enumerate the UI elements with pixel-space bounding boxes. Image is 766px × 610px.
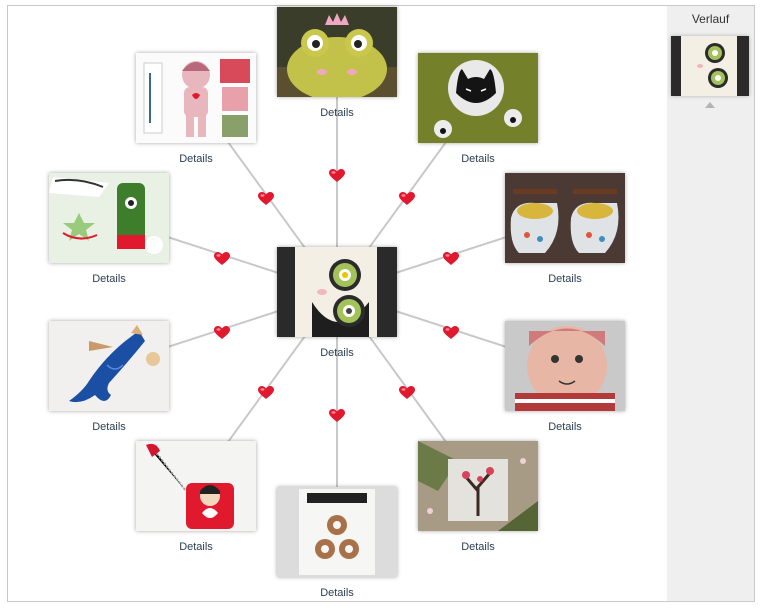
history-sidebar: Verlauf <box>667 6 754 601</box>
item-image[interactable] <box>277 7 397 97</box>
item-image[interactable] <box>49 321 169 411</box>
heart-icon <box>399 192 415 205</box>
item-details-link[interactable]: Details <box>92 421 126 433</box>
item-details-link[interactable]: Details <box>320 107 354 119</box>
heart-icon <box>399 386 415 399</box>
center-item-details-link[interactable]: Details <box>320 347 354 359</box>
item-image[interactable] <box>418 53 538 143</box>
item-details-link[interactable]: Details <box>320 587 354 599</box>
item-image[interactable] <box>418 441 538 531</box>
item-image[interactable] <box>136 441 256 531</box>
item-details-link[interactable]: Details <box>179 541 213 553</box>
history-scroll-up-icon[interactable] <box>705 102 715 108</box>
item-image[interactable] <box>136 53 256 143</box>
item-image[interactable] <box>49 173 169 263</box>
item-details-link[interactable]: Details <box>461 153 495 165</box>
item-image[interactable] <box>505 321 625 411</box>
heart-icon <box>214 252 230 265</box>
heart-icon <box>214 326 230 339</box>
item-details-link[interactable]: Details <box>548 273 582 285</box>
item-details-link[interactable]: Details <box>461 541 495 553</box>
heart-icon <box>443 252 459 265</box>
heart-icon <box>258 386 274 399</box>
item-image[interactable] <box>277 487 397 577</box>
item-details-link[interactable]: Details <box>179 153 213 165</box>
heart-icon <box>329 169 345 182</box>
item-details-link[interactable]: Details <box>548 421 582 433</box>
item-image[interactable] <box>505 173 625 263</box>
heart-icon <box>258 192 274 205</box>
history-title: Verlauf <box>691 12 730 26</box>
heart-icon <box>443 326 459 339</box>
heart-icon <box>329 409 345 422</box>
history-thumbnail[interactable] <box>671 36 749 96</box>
item-details-link[interactable]: Details <box>92 273 126 285</box>
center-item-image[interactable] <box>277 247 397 337</box>
